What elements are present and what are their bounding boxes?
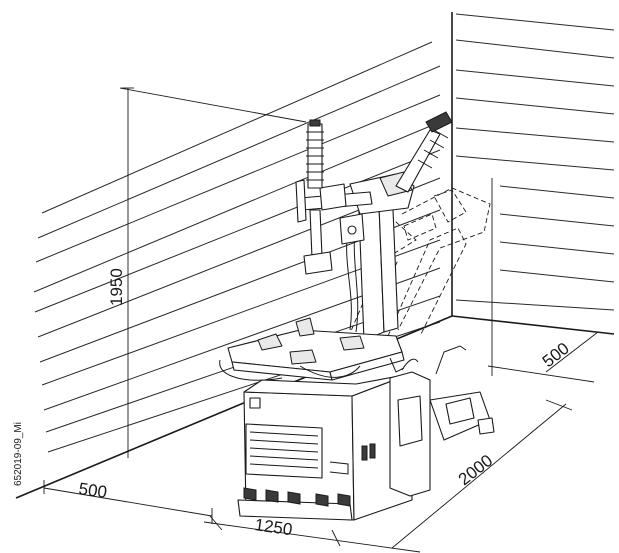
- helper-arm: [395, 111, 453, 193]
- vertical-shaft-spring: [306, 119, 324, 189]
- dimension-lines: [43, 87, 599, 553]
- turntable: [219, 317, 405, 381]
- side-accessory: [389, 345, 495, 497]
- dimension-rear-clearance-label: 500: [539, 339, 573, 371]
- dimension-depth-label: 2000: [455, 451, 497, 489]
- foot-pedals: [237, 487, 353, 521]
- drawing-code-label: 652019-09_Mi: [13, 422, 24, 486]
- dimension-height-label: 1950: [107, 268, 126, 306]
- tire-changer-machine: [219, 111, 495, 521]
- right-wall-hatching: [455, 13, 615, 311]
- dimension-front-width-label: 1250: [253, 515, 293, 539]
- dimension-left-clearance-label: 500: [77, 479, 108, 502]
